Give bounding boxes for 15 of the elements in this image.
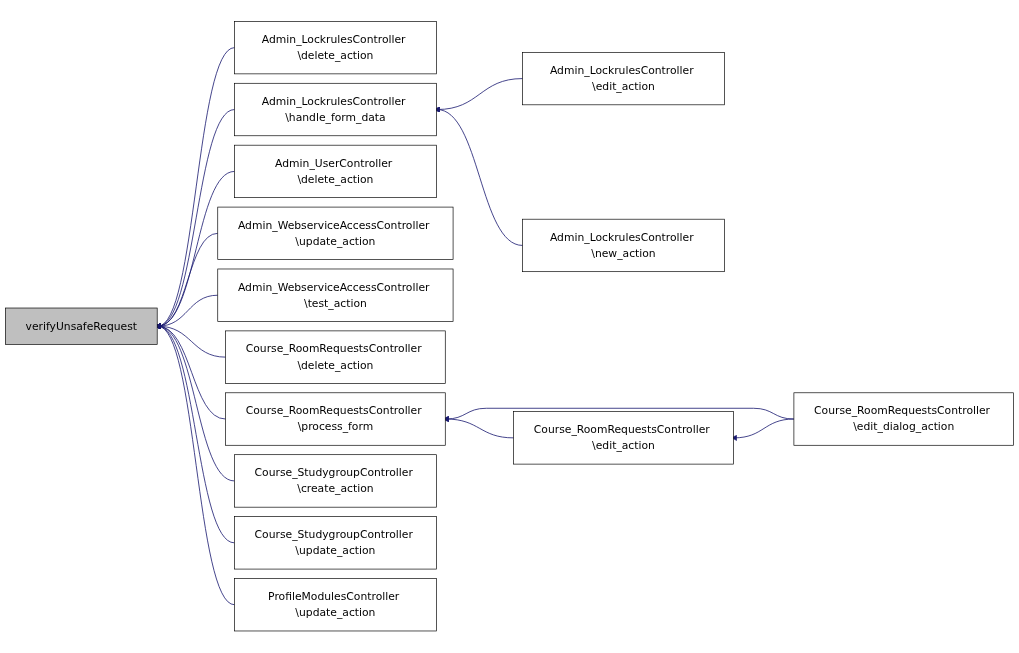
node-box: Course_RoomRequestsController \edit_action [513,411,734,465]
node-box: Admin_LockrulesController \handle_form_data [234,83,437,137]
node-box: Course_StudygroupController \update_action [234,516,437,570]
node-box: Admin_WebserviceAccessController \test_action [217,268,454,323]
node-box: Admin_WebserviceAccessController \update_action [217,207,454,261]
node-box: Admin_LockrulesController \new_action [522,219,725,273]
node-box: Course_RoomRequestsController \process_form [225,392,446,446]
node-box: Admin_UserController \delete_action [234,145,437,199]
node-box: Course_RoomRequestsController \edit_dialog_action [793,392,1014,446]
node-box: Course_StudygroupController \create_action [234,454,437,508]
node-box: Admin_LockrulesController \delete_action [234,21,437,75]
node-box: verifyUnsafeRequest [5,308,158,345]
node-box: Admin_LockrulesController \edit_action [522,52,725,106]
node-box: Course_RoomRequestsController \delete_action [225,330,446,384]
node-box: ProfileModulesController \update_action [234,578,437,632]
